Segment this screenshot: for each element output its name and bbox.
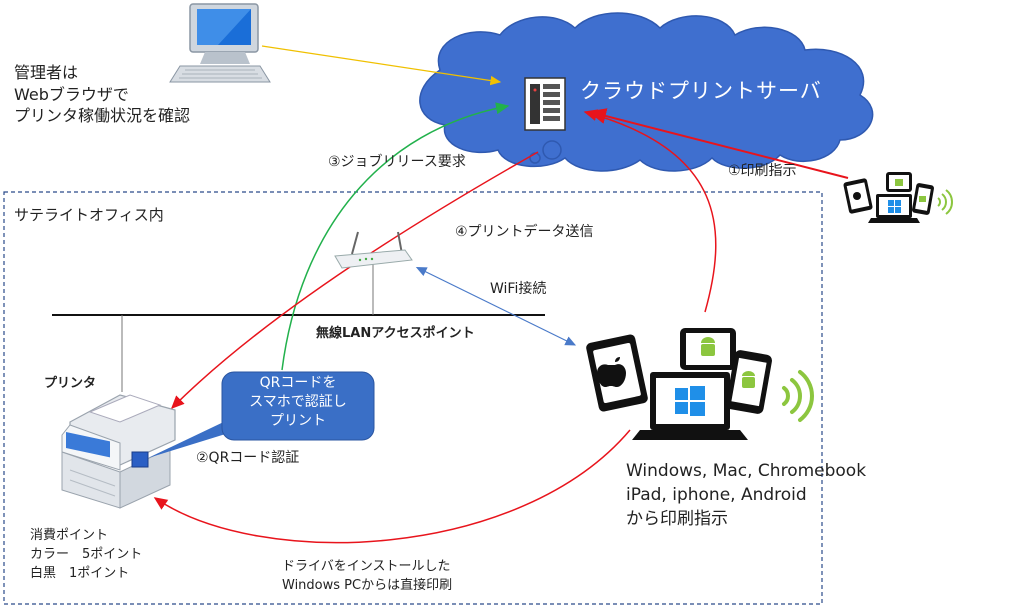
external-devices-icon — [843, 172, 953, 223]
wifi-signal-icon — [782, 370, 814, 422]
direct-print-arrow — [153, 429, 631, 544]
step2-label: ②QRコード認証 — [196, 450, 300, 466]
callout-text: QRコードを スマホで認証し プリント — [249, 375, 347, 429]
job-release-arrow — [281, 102, 510, 371]
phone-icon — [726, 350, 772, 414]
android-tablet-icon — [680, 328, 736, 370]
wifi-connection-arrow — [415, 266, 577, 346]
driver-info: ドライバをインストールした Windows PCからは直接印刷 — [282, 559, 453, 593]
step1-label: ①印刷指示 — [728, 163, 797, 179]
printer-label: プリンタ — [44, 376, 97, 391]
windows-icon — [675, 386, 705, 416]
device-to-server-arrow — [583, 109, 717, 313]
admin-browser-arrow — [261, 45, 502, 86]
server-icon — [524, 77, 566, 131]
step3-label: ③ジョブリリース要求 — [328, 154, 466, 170]
laptop-icon — [632, 372, 748, 440]
cloud-shape — [419, 12, 874, 172]
devices-info: Windows, Mac, Chromebook iPad, iphone, A… — [626, 461, 867, 529]
monitor-icon — [169, 3, 271, 83]
external-print-arrow — [588, 108, 849, 179]
office-boundary — [3, 191, 823, 605]
callout-pointer — [148, 418, 232, 458]
print-data-arrow — [170, 151, 539, 410]
office-label: サテライトオフィス内 — [14, 206, 164, 224]
router-label: 無線LANアクセスポイント — [316, 326, 475, 341]
step4-label: ④プリントデータ送信 — [455, 224, 594, 240]
admin-note: 管理者は Webブラウザで プリンタ稼働状況を確認 — [14, 63, 191, 126]
router-icon — [334, 231, 413, 269]
apple-icon — [597, 357, 626, 387]
printer-icon — [61, 394, 176, 509]
wifi-label: WiFi接続 — [490, 281, 547, 297]
tablet-icon — [586, 334, 648, 412]
cloud-label: クラウドプリントサーバ — [580, 79, 822, 103]
callout-box — [221, 371, 375, 441]
points-info: 消費ポイント カラー 5ポイント 白黒 1ポイント — [30, 528, 143, 581]
